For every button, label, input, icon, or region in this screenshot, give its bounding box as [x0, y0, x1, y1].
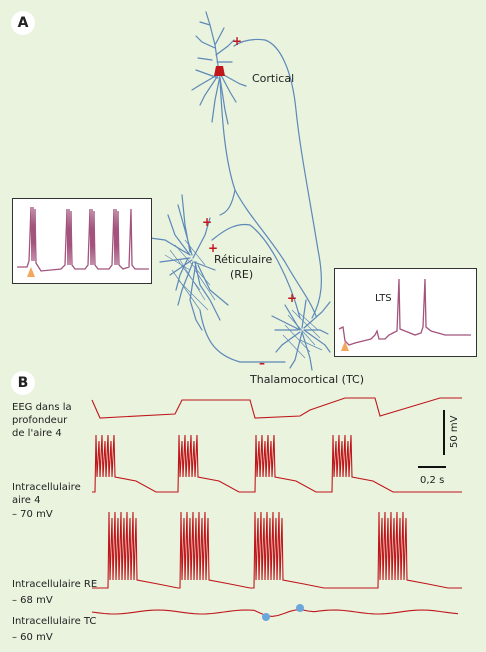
re-trace — [92, 511, 462, 589]
plus-sign-tc: + — [287, 291, 298, 305]
intra-re-label: Intracellulaire RE — [12, 579, 98, 590]
cortical-basal-dendrites — [191, 69, 247, 125]
lts-label: LTS — [375, 293, 392, 304]
tc-neuron — [271, 299, 331, 371]
tc-to-re-axon — [211, 223, 301, 319]
cortical-label: Cortical — [252, 72, 295, 85]
re-burst-inset — [12, 198, 152, 284]
aire4-trace — [92, 434, 462, 493]
plus-sign-re-upper: + — [202, 215, 213, 229]
time-scale-label: 0,2 s — [420, 475, 445, 486]
re-burst-trace — [17, 206, 149, 277]
re-to-tc-axon — [199, 309, 286, 363]
intra-tc-potential: – 60 mV — [12, 632, 53, 643]
tc-trace — [91, 609, 459, 617]
intra-aire4-potential: – 70 mV — [12, 509, 53, 520]
intra-re-potential: – 68 mV — [12, 595, 53, 606]
panel-b-badge: B — [11, 371, 35, 395]
minus-sign-re-to-tc: – — [259, 356, 265, 370]
reticulaire-label: Réticulaire — [214, 253, 273, 266]
plus-sign-re-lower: + — [208, 241, 219, 255]
blue-marker-1 — [262, 613, 270, 621]
plus-sign-cortical: + — [232, 34, 243, 48]
thalamocortical-label: Thalamocortical (TC) — [250, 373, 365, 386]
cortical-apical-dendrite — [195, 11, 235, 73]
tc-dendrite-texture — [282, 309, 323, 359]
panel-a-badge: A — [11, 11, 35, 35]
orange-marker — [341, 341, 349, 351]
tc-lts-inset: LTS — [334, 268, 477, 357]
orange-marker — [27, 267, 35, 277]
eeg-trace — [91, 397, 462, 419]
re-dendrite-texture — [164, 239, 216, 311]
tc-lts-trace — [338, 278, 471, 351]
cortical-soma — [214, 66, 225, 76]
intra-tc-label: Intracellulaire TC — [12, 616, 97, 627]
intra-aire4-label: Intracellulaire aire 4 — [12, 482, 81, 506]
voltage-scale-label: 50 mV — [449, 415, 460, 449]
tc-to-cortex-axon — [233, 38, 322, 319]
eeg-label: EEG dans la profondeur de l'aire 4 — [12, 402, 72, 439]
blue-marker-2 — [296, 604, 304, 612]
cortical-to-re-axon — [219, 189, 236, 216]
re-neuron — [149, 194, 229, 331]
cortical-axon — [219, 77, 317, 317]
reticulaire-abbrev-label: (RE) — [230, 268, 254, 281]
